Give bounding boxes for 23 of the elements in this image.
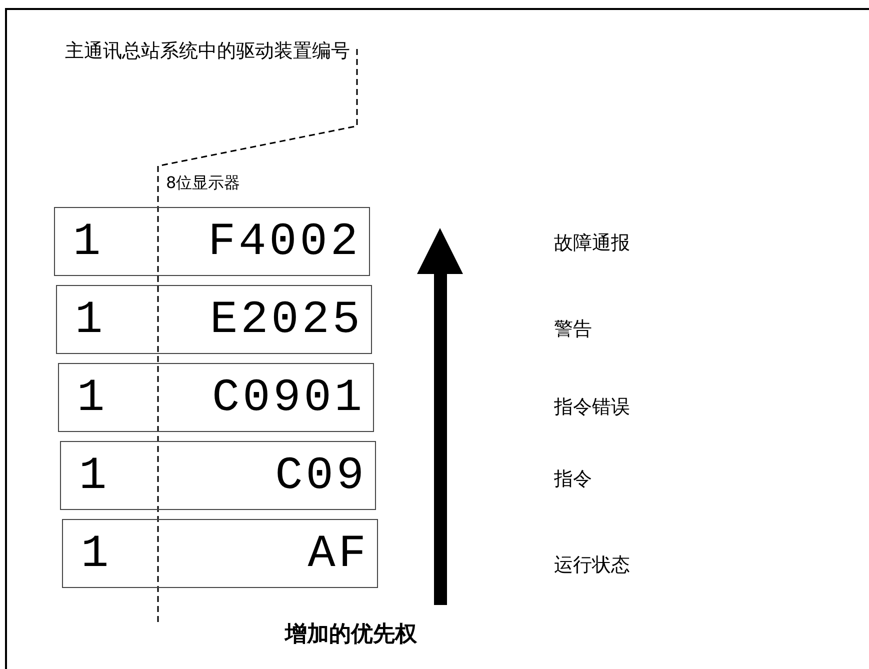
header-label: 主通讯总站系统中的驱动装置编号 xyxy=(64,39,350,64)
station-number: 1 xyxy=(81,530,112,576)
status-code: AF xyxy=(308,530,369,576)
station-number: 1 xyxy=(77,374,108,420)
display-box xyxy=(56,285,372,354)
status-code: E2025 xyxy=(210,296,363,342)
station-number: 1 xyxy=(75,296,106,342)
status-label: 运行状态 xyxy=(554,553,630,578)
status-label: 指令 xyxy=(554,467,592,492)
status-code: F4002 xyxy=(208,218,361,264)
display-box xyxy=(58,363,374,432)
status-label: 警告 xyxy=(554,317,592,342)
status-label: 故障通报 xyxy=(554,231,630,256)
priority-label: 增加的优先权 xyxy=(285,621,417,649)
status-label: 指令错误 xyxy=(554,395,630,420)
display-box xyxy=(62,519,378,588)
station-number: 1 xyxy=(79,452,110,498)
status-code: C09 xyxy=(275,452,367,498)
display-label: 8位显示器 xyxy=(166,172,240,194)
display-box xyxy=(54,207,370,276)
display-box xyxy=(60,441,376,510)
status-code: C0901 xyxy=(212,374,365,420)
station-number: 1 xyxy=(73,218,104,264)
